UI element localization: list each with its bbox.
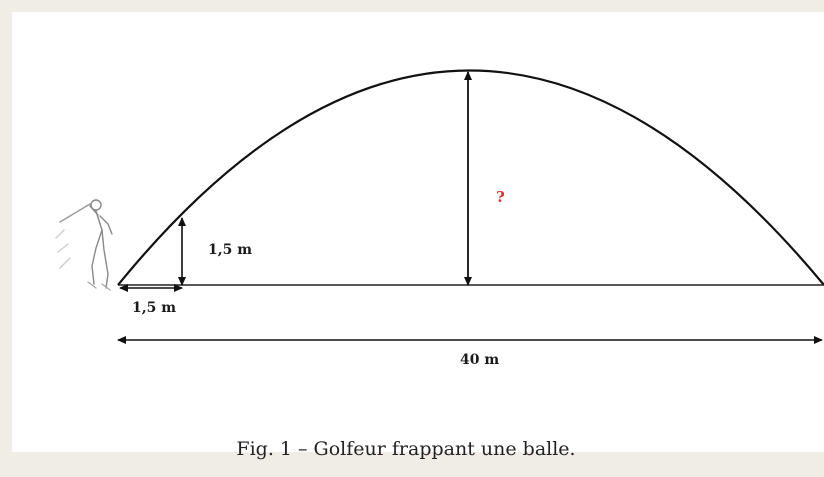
figure-caption: Fig. 1 – Golfeur frappant une balle. xyxy=(236,438,576,460)
trajectory-diagram: 1,5 m 1,5 m ? 40 m xyxy=(55,69,824,368)
small-height-label: 1,5 m xyxy=(208,242,252,258)
golfer-icon xyxy=(55,199,113,291)
small-width-label: 1,5 m xyxy=(132,300,176,316)
max-height-question-label: ? xyxy=(496,188,505,206)
ball-trajectory-curve xyxy=(117,69,824,286)
total-width-label: 40 m xyxy=(460,352,499,368)
figure-frame: 1,5 m 1,5 m ? 40 m xyxy=(12,12,824,452)
